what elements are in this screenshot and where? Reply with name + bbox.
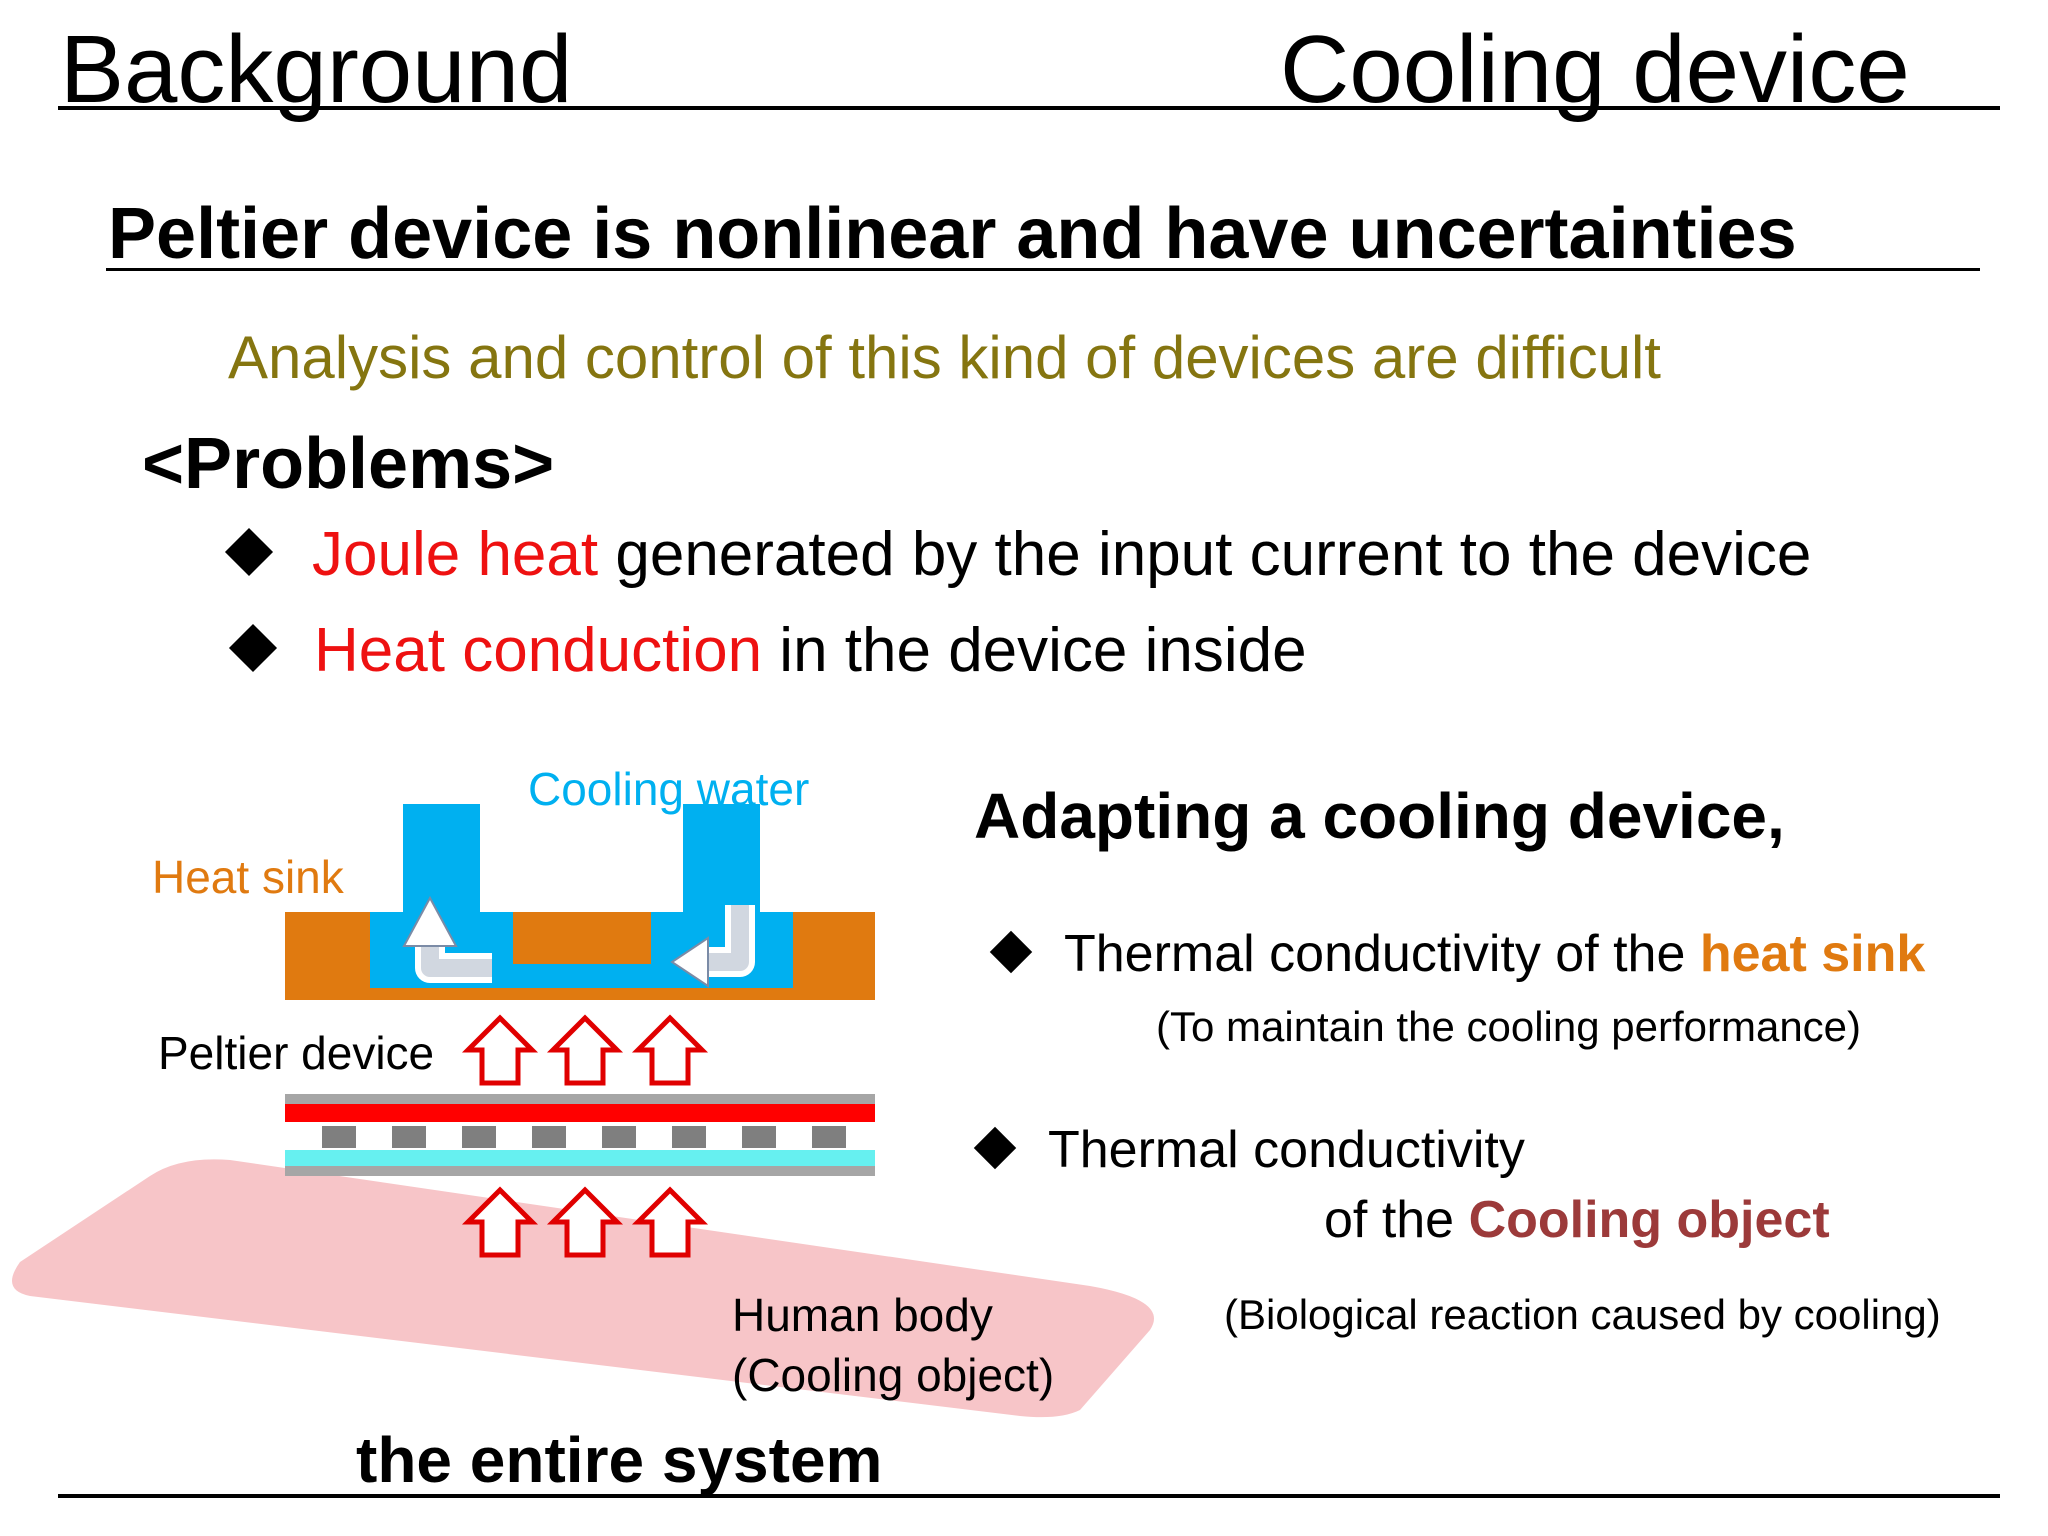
header-left: Background — [60, 16, 573, 123]
heat-arrow-icon — [546, 1186, 624, 1258]
adapting-item-2-line2: of the Cooling object — [1324, 1194, 1830, 1246]
problem-item-2: Heat conduction in the device inside — [228, 620, 1307, 682]
peltier-top-plate — [285, 1094, 875, 1104]
peltier-hot-side — [285, 1104, 875, 1122]
cooling-water-label: Cooling water — [528, 763, 810, 815]
adapting-item-1: Thermal conductivity of the heat sink — [989, 925, 1926, 983]
heat-arrow-icon — [631, 1186, 709, 1258]
cooling-object-label: (Cooling object) — [732, 1349, 1055, 1401]
heat-arrow-icon — [461, 1186, 539, 1258]
heat-sink-center-block — [513, 912, 651, 964]
heat-sink-highlight: heat sink — [1699, 925, 1926, 983]
diamond-bullet-icon — [989, 930, 1033, 974]
flow-arrow-up-icon — [402, 895, 492, 983]
adapting-item-2-prefix: of the — [1324, 1191, 1469, 1249]
footer-rule — [58, 1494, 2000, 1498]
peltier-cold-side — [285, 1150, 875, 1166]
heat-arrow-icon — [546, 1014, 624, 1086]
cooling-system-diagram — [12, 804, 1154, 1418]
cooling-object-highlight: Cooling object — [1468, 1191, 1830, 1249]
heat-sink-label: Heat sink — [152, 851, 344, 903]
header-right: Cooling device — [1280, 16, 1910, 123]
adapting-item-2-line1: Thermal conductivity — [1048, 1121, 1525, 1179]
human-body-label: Human body — [732, 1289, 993, 1341]
adapting-heading: Adapting a cooling device, — [974, 780, 1785, 852]
main-title: Peltier device is nonlinear and have unc… — [108, 194, 1797, 274]
problem-highlight-2: Heat conduction — [314, 616, 763, 685]
human-body-shape — [12, 1159, 1154, 1418]
subtitle: Analysis and control of this kind of dev… — [228, 324, 1661, 391]
cooling-water-channel — [370, 804, 793, 988]
heat-arrow-icon — [631, 1014, 709, 1086]
heat-arrow-icon — [461, 1014, 539, 1086]
footer-text: the entire system — [356, 1424, 883, 1496]
problem-text-1: generated by the input current to the de… — [598, 520, 1812, 589]
problem-item-1: Joule heat generated by the input curren… — [224, 524, 1811, 586]
heat-flow-arrows-lower — [461, 1186, 709, 1258]
problems-heading: <Problems> — [142, 424, 555, 504]
main-title-underline — [106, 268, 1980, 271]
adapting-item-2: Thermal conductivity — [973, 1121, 1525, 1179]
adapting-note-2: (Biological reaction caused by cooling) — [1224, 1291, 1941, 1338]
problem-highlight-1: Joule heat — [312, 520, 599, 589]
problem-text-2: in the device inside — [762, 616, 1307, 685]
adapting-item-1-text: Thermal conductivity of the — [1064, 925, 1700, 983]
heat-flow-arrows-upper — [461, 1014, 709, 1086]
diamond-bullet-icon — [973, 1126, 1017, 1170]
peltier-device-label: Peltier device — [158, 1027, 435, 1079]
peltier-elements — [322, 1126, 846, 1148]
adapting-note-1: (To maintain the cooling performance) — [1156, 1003, 1862, 1050]
header-rule — [58, 106, 2000, 110]
flow-arrow-down-icon — [670, 905, 755, 988]
peltier-bottom-plate — [285, 1166, 875, 1176]
